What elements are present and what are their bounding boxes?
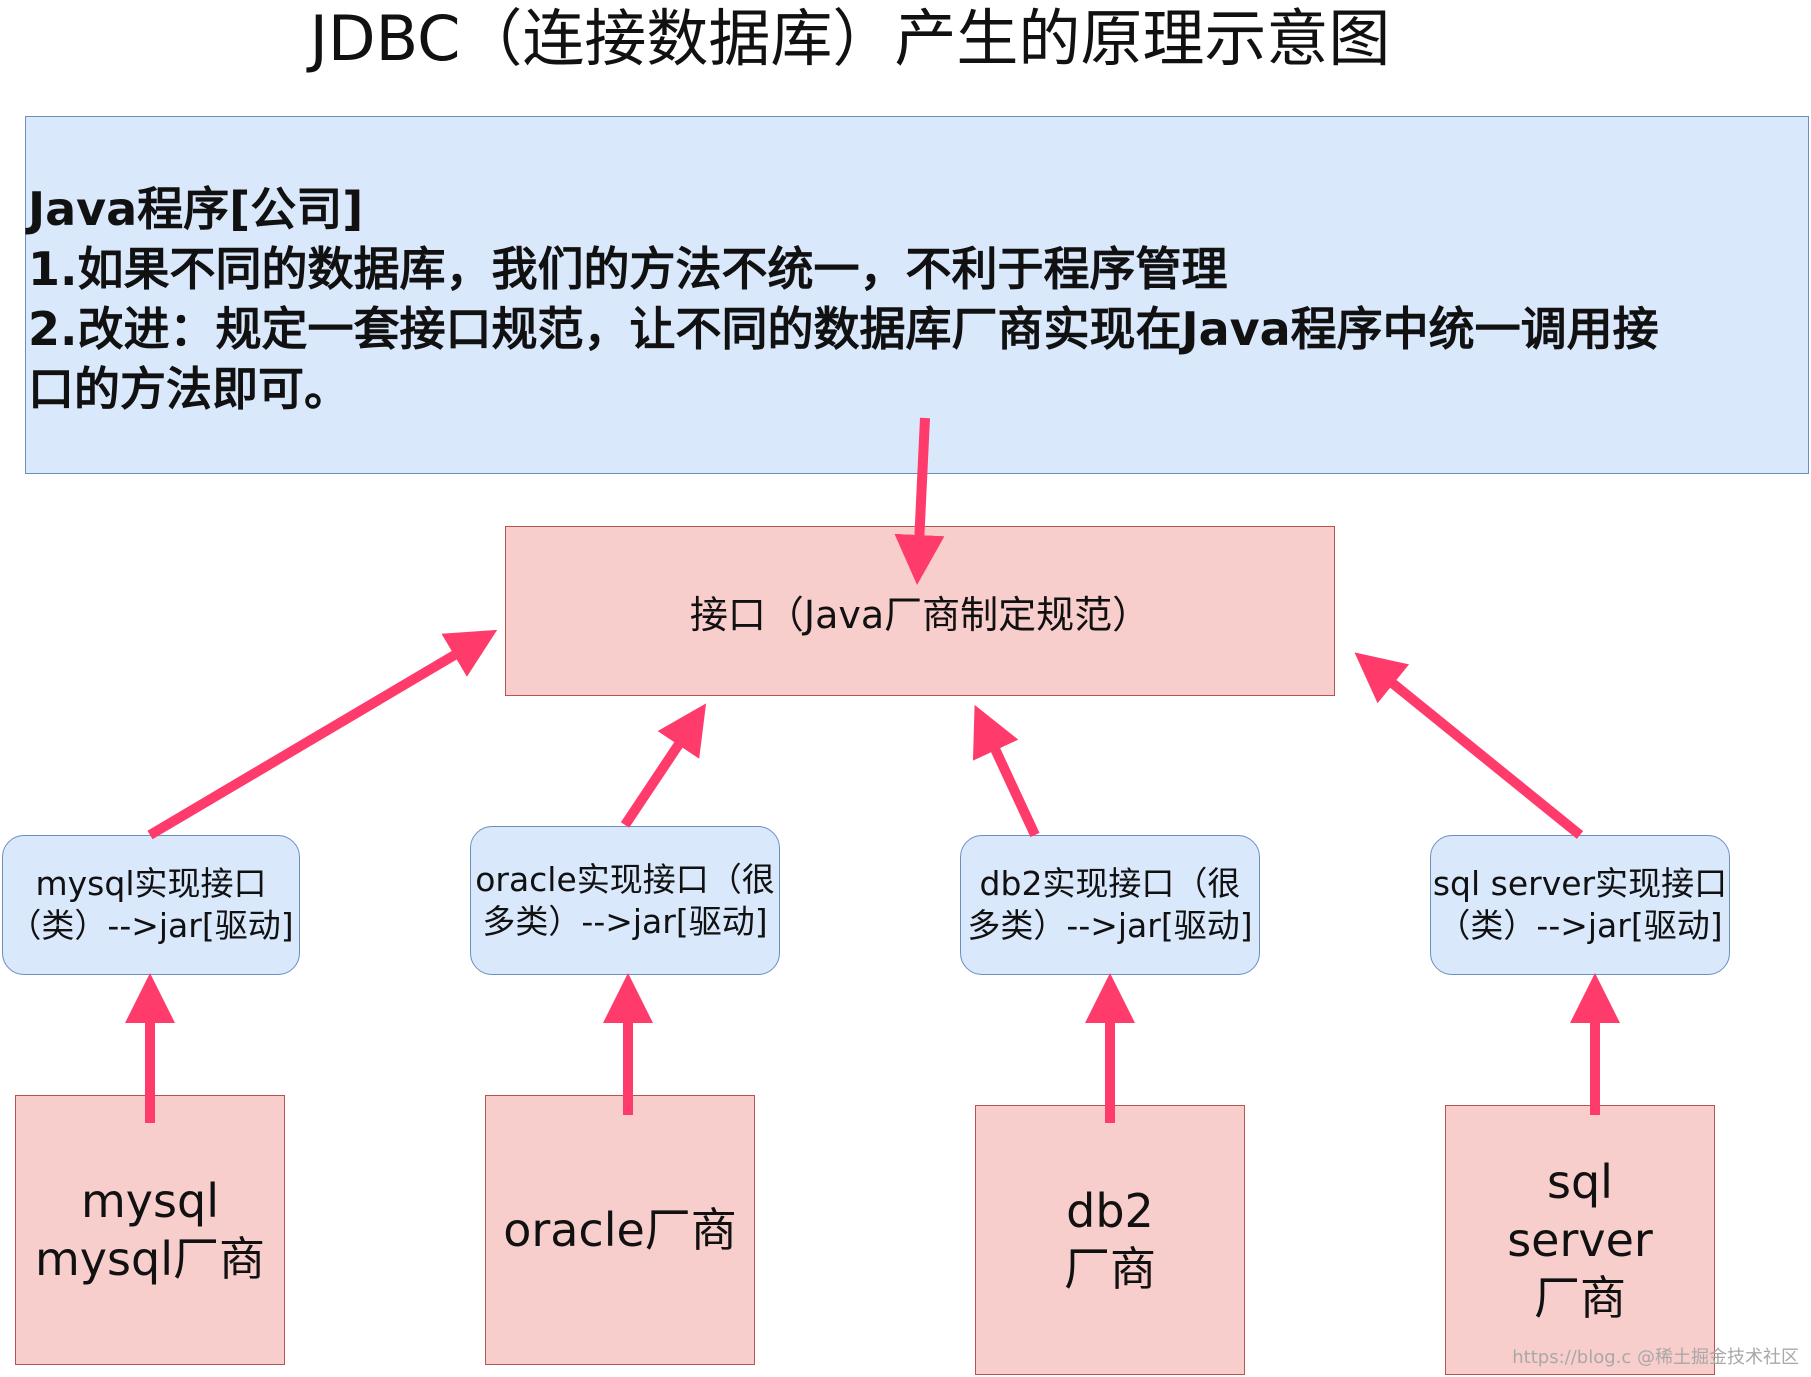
oracle-implementation-line-1: oracle实现接口（很 xyxy=(475,859,775,899)
sqlserver-implementation-line-1: sql server实现接口 xyxy=(1432,864,1728,903)
db2-implementation-box: db2实现接口（很 多类）-->jar[驱动] xyxy=(960,835,1260,975)
arrow-db2-impl-to-interface xyxy=(972,704,1040,838)
jdbc-interface-label: 接口（Java厂商制定规范） xyxy=(689,592,1151,637)
sqlserver-implementation-box: sql server实现接口 （类）-->jar[驱动] xyxy=(1430,835,1730,975)
sqlserver-implementation-line-2: （类）-->jar[驱动] xyxy=(1437,906,1723,945)
oracle-vendor-box: oracle厂商 xyxy=(485,1095,755,1365)
db2-vendor-line-2: 厂商 xyxy=(1064,1242,1156,1296)
mysql-vendor-line-2: mysql厂商 xyxy=(35,1232,265,1286)
java-program-heading: Java程序[公司] xyxy=(28,182,364,236)
java-program-point-2-cont: 口的方法即可。 xyxy=(28,362,350,416)
arrow-oracle-impl-to-interface xyxy=(620,703,707,828)
mysql-vendor-box: mysql mysql厂商 xyxy=(15,1095,285,1365)
sqlserver-vendor-box: sql server 厂商 xyxy=(1445,1105,1715,1375)
sqlserver-vendor-line-2: server xyxy=(1507,1213,1653,1267)
java-program-box: Java程序[公司] 1.如果不同的数据库，我们的方法不统一，不利于程序管理 2… xyxy=(25,116,1809,474)
db2-implementation-line-2: 多类）-->jar[驱动] xyxy=(967,906,1253,945)
java-program-point-2: 2.改进：规定一套接口规范，让不同的数据库厂商实现在Java程序中统一调用接 xyxy=(28,302,1659,356)
mysql-vendor-line-1: mysql xyxy=(81,1174,219,1228)
diagram-title: JDBC（连接数据库）产生的原理示意图 xyxy=(309,2,1391,75)
arrow-sqlserver-impl-to-interface xyxy=(1354,652,1584,839)
oracle-vendor-line-1: oracle厂商 xyxy=(503,1203,737,1257)
arrow-java-to-interface xyxy=(894,417,945,585)
arrow-mysql-impl-to-interface xyxy=(147,629,498,840)
db2-implementation-line-1: db2实现接口（很 xyxy=(979,864,1241,903)
sqlserver-vendor-line-1: sql xyxy=(1547,1155,1613,1209)
oracle-implementation-box: oracle实现接口（很 多类）-->jar[驱动] xyxy=(470,826,780,975)
mysql-implementation-line-1: mysql实现接口 xyxy=(35,864,267,903)
watermark: https://blog.c @稀土掘金技术社区 xyxy=(1512,1347,1799,1368)
java-program-text: Java程序[公司] 1.如果不同的数据库，我们的方法不统一，不利于程序管理 2… xyxy=(28,179,1798,419)
db2-vendor-line-1: db2 xyxy=(1066,1184,1154,1238)
sqlserver-vendor-line-3: 厂商 xyxy=(1534,1271,1626,1325)
db2-vendor-box: db2 厂商 xyxy=(975,1105,1245,1375)
mysql-implementation-line-2: （类）-->jar[驱动] xyxy=(8,906,294,945)
java-program-point-1: 1.如果不同的数据库，我们的方法不统一，不利于程序管理 xyxy=(28,242,1228,296)
oracle-implementation-line-2: 多类）-->jar[驱动] xyxy=(482,901,768,941)
